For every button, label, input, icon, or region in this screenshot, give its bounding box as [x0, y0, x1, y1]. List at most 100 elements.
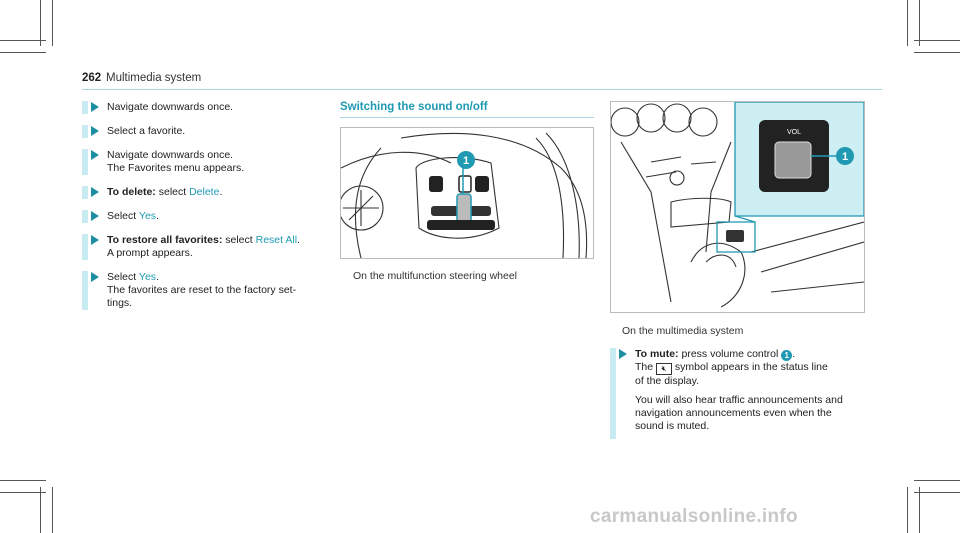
crop-mark — [40, 487, 41, 533]
step-text: Select Yes. — [107, 271, 322, 284]
step-text-part: symbol appears in the status line — [672, 361, 828, 373]
crop-mark — [907, 487, 908, 533]
console-figure: VOL 1 — [610, 101, 865, 313]
callout-marker — [836, 147, 854, 165]
figure-caption: On the multifunction steering wheel — [353, 270, 518, 282]
crop-mark — [0, 480, 46, 481]
volume-knob-icon — [774, 141, 812, 179]
step-arrow-icon — [91, 272, 99, 282]
step-bar — [82, 101, 88, 114]
callout-marker-inline: 1 — [781, 350, 793, 361]
step-text: To delete: select Delete. — [107, 186, 322, 199]
step-bar — [610, 348, 616, 439]
crop-mark — [0, 52, 46, 53]
step-note: navigation announcements even when the — [635, 407, 832, 419]
page-header: 262 Multimedia system — [82, 71, 882, 90]
step-arrow-icon — [91, 126, 99, 136]
step-bar — [82, 210, 88, 223]
callout-marker — [457, 151, 475, 169]
step-result: A prompt appears. — [107, 247, 193, 259]
step-result: The favorites are reset to the factory s… — [107, 284, 297, 296]
home-button-icon — [429, 176, 443, 192]
figure-caption: On the multimedia system — [622, 325, 744, 337]
step-result: The 🔇︎ symbol appears in the status line — [635, 361, 870, 375]
step-text: To restore all favorites: select Reset A… — [107, 234, 322, 247]
step-text: Navigate downwards once. — [107, 101, 234, 113]
menu-term: Yes — [138, 271, 157, 283]
vol-label: VOL — [787, 129, 801, 136]
step-text: Select a favorite. — [107, 125, 186, 137]
menu-term: Delete — [189, 186, 220, 198]
step-text-part: select — [222, 234, 256, 246]
crop-mark — [0, 40, 46, 41]
step-text: Navigate downwards once. — [107, 149, 234, 161]
step-arrow-icon — [619, 349, 627, 359]
step-item: Navigate downwards once. — [82, 101, 322, 114]
crop-mark — [907, 0, 908, 46]
crop-mark — [914, 52, 960, 53]
step-text-part: Select — [107, 210, 139, 222]
left-column: Navigate downwards once. Select a favori… — [82, 101, 322, 310]
step-arrow-icon — [91, 211, 99, 221]
step-bar — [82, 186, 88, 199]
crop-mark — [914, 40, 960, 41]
step-text-part: Select — [107, 271, 139, 283]
step-text-part: . — [156, 271, 159, 283]
step-text-part: The — [635, 361, 657, 373]
step-arrow-icon — [91, 150, 99, 160]
section-heading: Switching the sound on/off — [340, 101, 594, 118]
step-bar — [82, 125, 88, 138]
callout-number: 1 — [463, 155, 469, 167]
back-button-icon — [458, 175, 472, 193]
step-arrow-icon — [91, 187, 99, 197]
step-label: To delete: — [107, 186, 156, 198]
step-item: To delete: select Delete. — [82, 186, 322, 199]
step-text: Select Yes. — [107, 210, 322, 223]
crop-mark — [919, 0, 920, 46]
step-label: To mute: — [635, 348, 679, 360]
step-result: tings. — [107, 297, 133, 309]
step-item: Select Yes. The favorites are reset to t… — [82, 271, 322, 310]
console-illustration: VOL 1 — [611, 102, 864, 308]
crop-mark — [919, 487, 920, 533]
step-text: To mute: press volume control 1. — [635, 348, 870, 361]
step-bar — [82, 234, 88, 260]
crop-mark — [914, 492, 960, 493]
crop-mark — [914, 480, 960, 481]
step-bar — [82, 271, 88, 310]
step-item: To restore all favorites: select Reset A… — [82, 234, 322, 260]
step-text-part: press volume control — [678, 348, 782, 360]
step-label: To restore all favorites: — [107, 234, 223, 246]
step-arrow-icon — [91, 235, 99, 245]
step-text-part: . — [297, 234, 300, 246]
crop-mark — [52, 0, 53, 46]
step-result: of the display. — [635, 375, 700, 387]
step-item: Select Yes. — [82, 210, 322, 223]
step-note: You will also hear traffic announcements… — [635, 394, 843, 406]
menu-button-icon — [475, 176, 489, 192]
step-arrow-icon — [91, 102, 99, 112]
right-column: To mute: press volume control 1. The 🔇︎ … — [610, 348, 870, 439]
step-note: sound is muted. — [635, 420, 710, 432]
steering-wheel-figure: 1 — [340, 127, 594, 259]
step-text-part: . — [219, 186, 223, 198]
steering-wheel-illustration: 1 — [341, 132, 588, 258]
step-item: Select a favorite. — [82, 125, 322, 138]
step-item: To mute: press volume control 1. The 🔇︎ … — [610, 348, 870, 439]
crop-mark — [0, 492, 46, 493]
step-text-part: select — [155, 186, 190, 198]
step-result: The Favorites menu appears. — [107, 162, 245, 174]
watermark: carmanualsonline.info — [590, 506, 798, 527]
step-text-part: . — [156, 210, 159, 222]
menu-term: Yes — [138, 210, 157, 222]
touch-control-icon — [456, 193, 472, 225]
step-text-part: . — [792, 348, 796, 360]
callout-number: 1 — [842, 151, 848, 163]
step-item: Navigate downwards once. The Favorites m… — [82, 149, 322, 175]
menu-term: Reset All — [255, 234, 298, 246]
crop-mark — [40, 0, 41, 46]
page-number: 262 — [82, 72, 102, 84]
step-bar — [82, 149, 88, 175]
page-section-title: Multimedia system — [106, 72, 202, 84]
mute-symbol-icon: 🔇︎ — [656, 363, 673, 375]
